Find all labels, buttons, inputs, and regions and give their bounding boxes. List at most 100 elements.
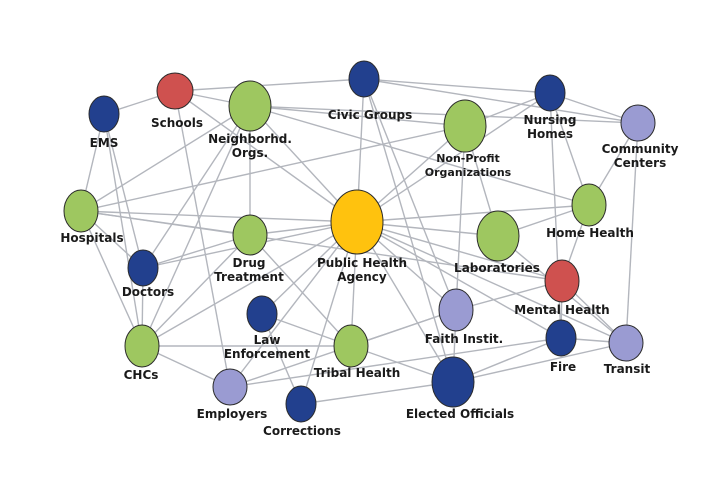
mental-health-circle — [544, 259, 580, 303]
edge-hospitals-chcs — [80, 210, 143, 347]
neighborhood-label: Orgs. — [232, 146, 268, 160]
edge-agency-chcs — [141, 221, 358, 347]
edge-agency-nursing — [356, 92, 551, 223]
node-doctors: Doctors — [122, 249, 174, 299]
mental-health-label: Mental Health — [514, 303, 609, 317]
node-schools: Schools — [151, 72, 203, 130]
corrections-label: Corrections — [263, 424, 341, 438]
tribal-label: Tribal Health — [314, 366, 401, 380]
node-home-health: Home Health — [546, 183, 634, 240]
edge-hospitals-mental_health — [80, 210, 563, 282]
edge-neighborhood-home_health — [249, 105, 590, 206]
civic-circle — [348, 60, 380, 98]
ems-label: EMS — [90, 136, 119, 150]
community-centers-label: Community — [602, 142, 679, 156]
agency-label: Public Health — [317, 256, 407, 270]
edge-ems-chcs — [103, 113, 143, 347]
edge-ems-doctors — [103, 113, 144, 269]
neighborhood-circle — [228, 80, 272, 132]
node-corrections: Corrections — [263, 385, 341, 438]
edge-civic-nursing — [363, 78, 551, 94]
node-transit: Transit — [604, 324, 651, 376]
edge-agency-fire — [356, 221, 562, 339]
schools-label: Schools — [151, 116, 203, 130]
edge-nonprofit-hospitals — [80, 125, 466, 212]
faith-label: Faith Instit. — [425, 332, 503, 346]
transit-circle — [608, 324, 644, 362]
community-centers-label: Centers — [614, 156, 666, 170]
edge-drug-chcs — [141, 234, 251, 347]
nonprofit-circle — [443, 99, 487, 153]
agency-circle — [330, 189, 384, 255]
nonprofit-label: Organizations — [425, 166, 512, 179]
node-laboratories: Laboratories — [454, 210, 540, 275]
schools-circle — [156, 72, 194, 110]
node-employers: Employers — [197, 368, 268, 421]
elected-label: Elected Officials — [406, 407, 514, 421]
node-hospitals: Hospitals — [60, 189, 124, 245]
nonprofit-label: Non-Profit — [436, 152, 500, 165]
node-elected: Elected Officials — [406, 356, 514, 421]
doctors-label: Doctors — [122, 285, 174, 299]
drug-label: Drug — [232, 256, 265, 270]
edge-neighborhood-hospitals — [80, 105, 251, 212]
home-health-label: Home Health — [546, 226, 634, 240]
edge-community_centers-transit — [625, 122, 639, 344]
elected-circle — [431, 356, 475, 408]
law-label: Law — [254, 333, 281, 347]
edge-civic-elected — [363, 78, 454, 383]
nursing-circle — [534, 74, 566, 112]
node-chcs: CHCs — [124, 324, 160, 382]
employers-circle — [212, 368, 248, 406]
edge-neighborhood-chcs — [141, 105, 251, 347]
edge-doctors-drug — [142, 234, 251, 269]
node-tribal: Tribal Health — [314, 324, 401, 380]
community-centers-circle — [620, 104, 656, 142]
agency-label: Agency — [337, 270, 387, 284]
faith-circle — [438, 288, 474, 332]
edge-community_centers-neighborhood — [249, 105, 639, 124]
nursing-label: Homes — [527, 127, 573, 141]
node-fire: Fire — [545, 319, 577, 374]
node-civic: Civic Groups — [328, 60, 412, 122]
laboratories-circle — [476, 210, 520, 262]
laboratories-label: Laboratories — [454, 261, 540, 275]
node-ems: EMS — [88, 95, 120, 150]
employers-label: Employers — [197, 407, 268, 421]
node-faith: Faith Instit. — [425, 288, 503, 346]
drug-label: Treatment — [214, 270, 284, 284]
edge-schools-employers — [174, 90, 231, 388]
chcs-label: CHCs — [124, 368, 159, 382]
transit-label: Transit — [604, 362, 651, 376]
edge-neighborhood-doctors — [142, 105, 251, 269]
edge-agency-employers — [229, 221, 358, 388]
edge-drug-tribal — [249, 234, 352, 347]
fire-circle — [545, 319, 577, 357]
edge-agency-elected — [356, 221, 454, 383]
edge-agency-schools — [174, 90, 358, 223]
node-mental-health: Mental Health — [514, 259, 610, 317]
law-circle — [246, 295, 278, 333]
ems-circle — [88, 95, 120, 133]
chcs-circle — [124, 324, 160, 368]
edge-agency-hospitals — [80, 210, 358, 223]
civic-label: Civic Groups — [328, 108, 412, 122]
edge-corrections-elected — [300, 381, 454, 405]
node-neighborhood: Neighborhd.Orgs. — [208, 80, 292, 160]
edge-schools-civic — [174, 78, 365, 92]
corrections-circle — [285, 385, 317, 423]
edge-employers-fire — [229, 337, 562, 388]
edge-agency-home_health — [356, 204, 590, 223]
fire-label: Fire — [550, 360, 576, 374]
law-label: Enforcement — [224, 347, 311, 361]
hospitals-label: Hospitals — [60, 231, 123, 245]
edge-agency-transit — [356, 221, 627, 344]
doctors-circle — [127, 249, 159, 287]
